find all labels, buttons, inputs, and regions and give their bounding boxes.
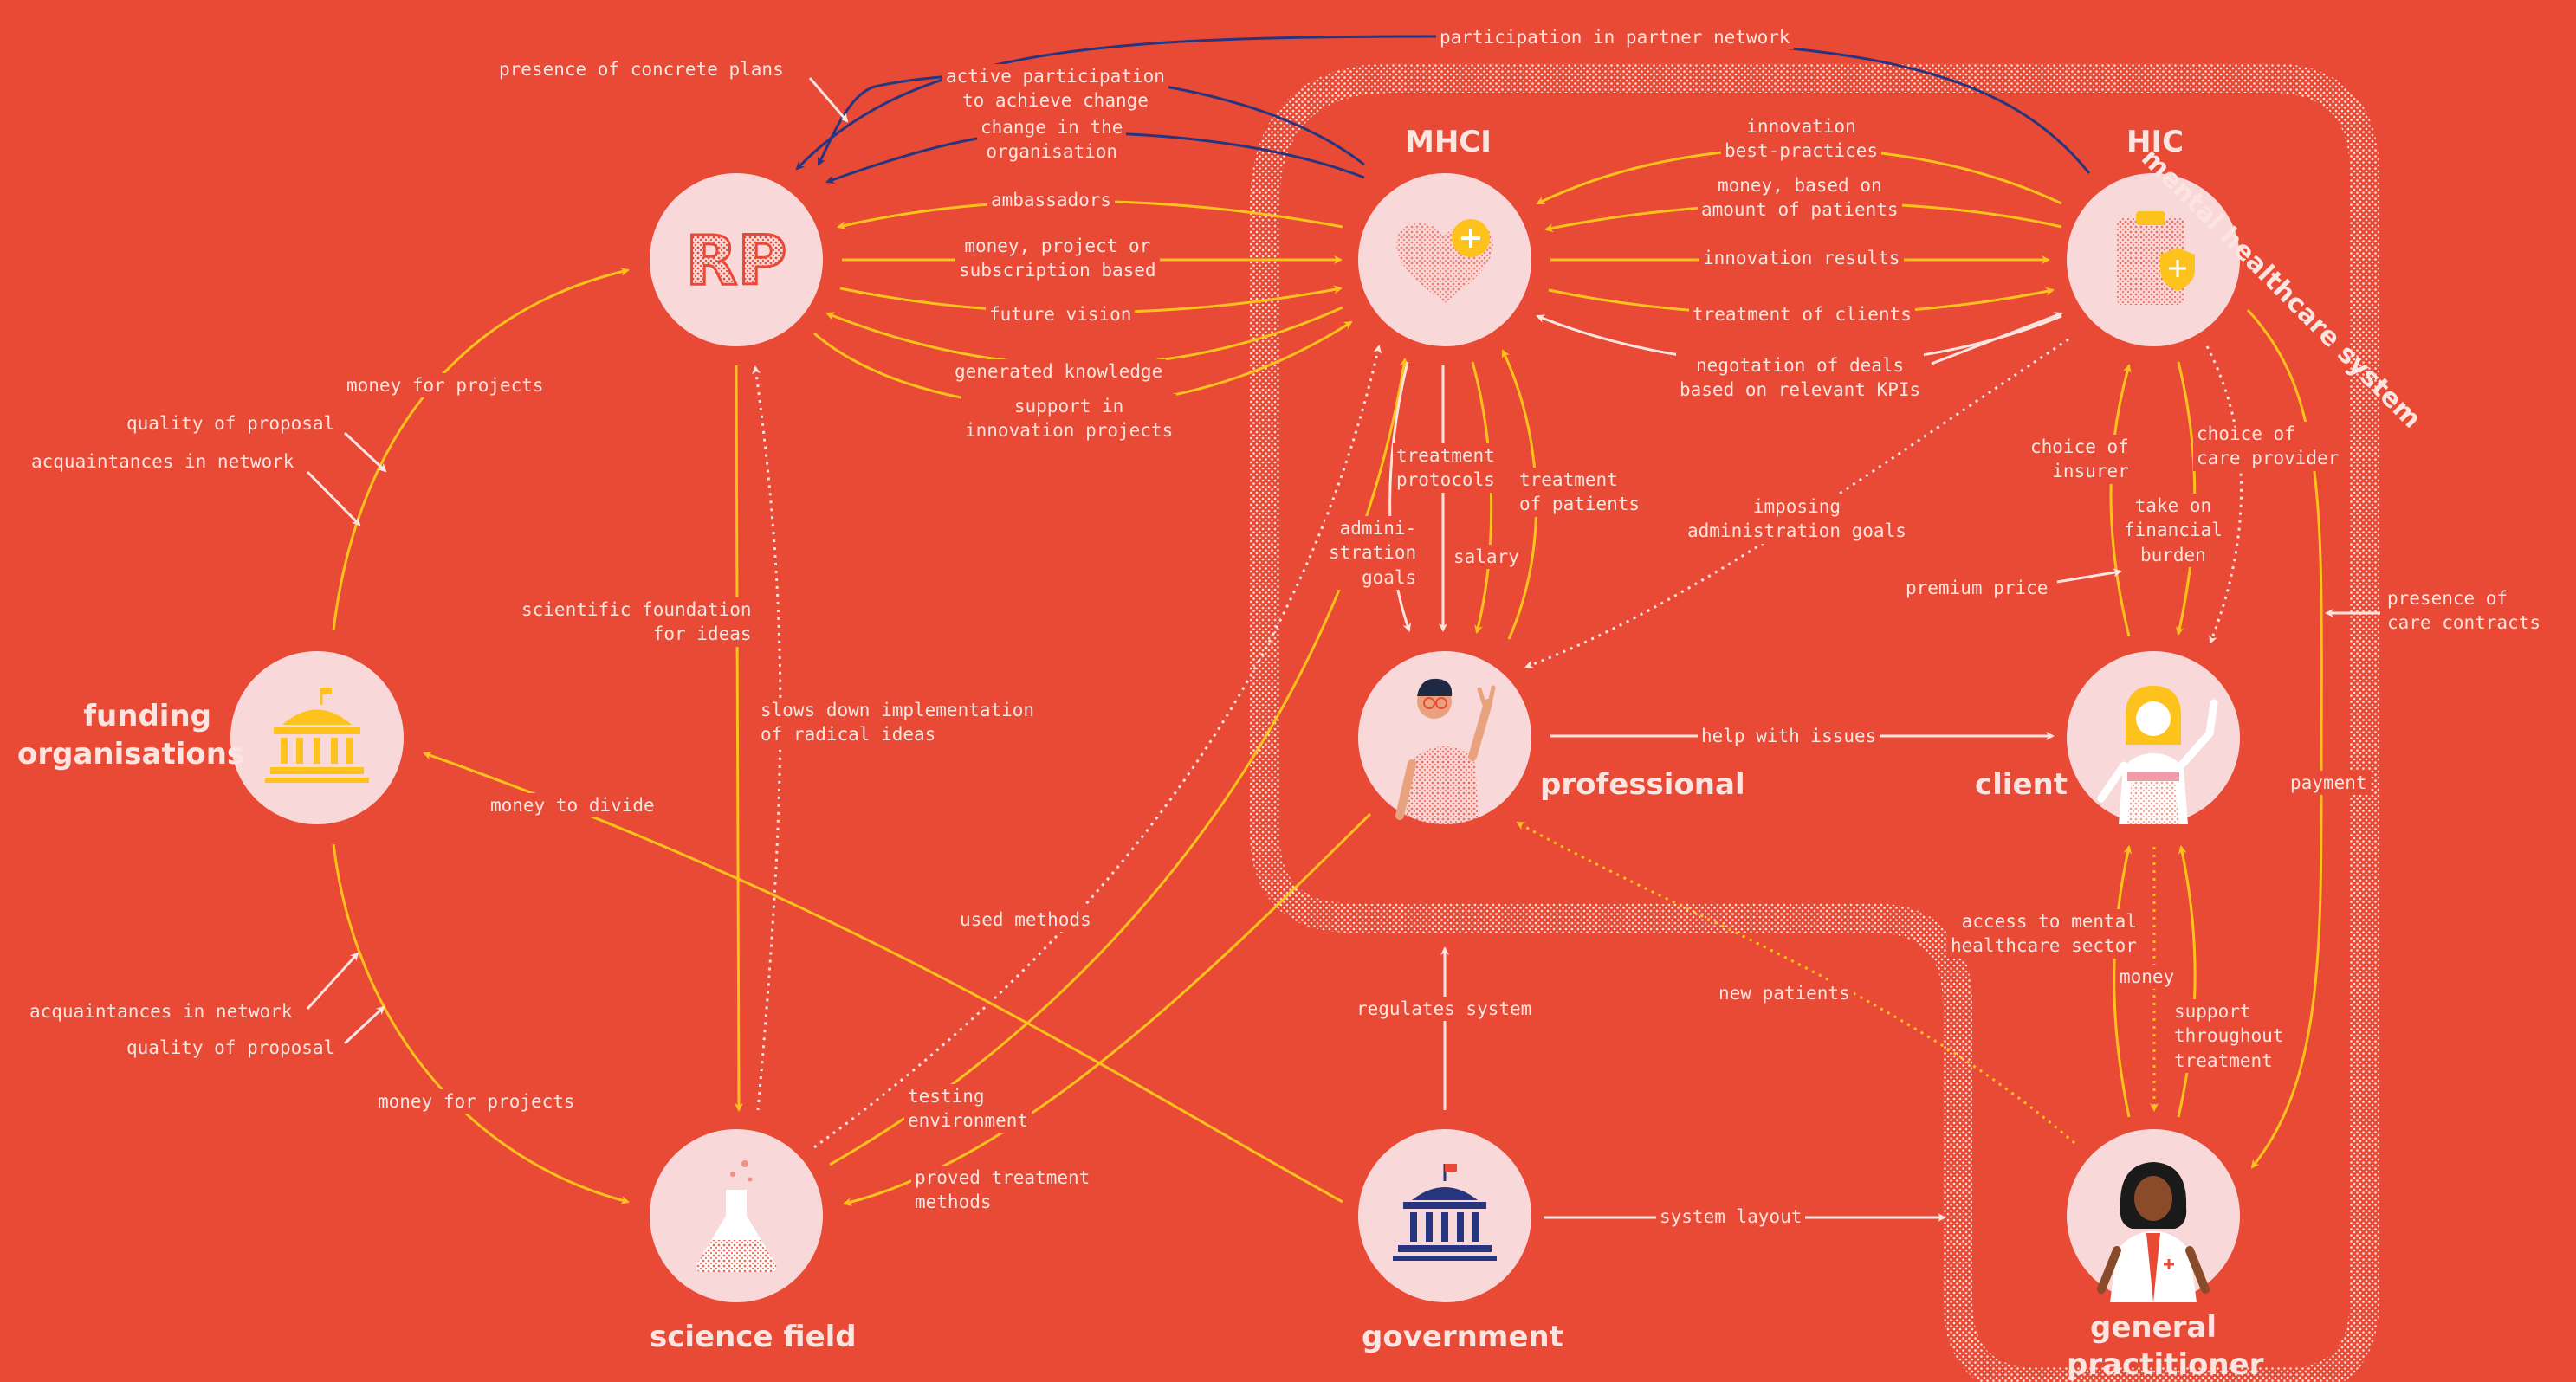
label-e33: used methods bbox=[956, 907, 1095, 933]
flask-icon bbox=[696, 1160, 777, 1272]
system-boundary bbox=[1250, 63, 2379, 1382]
label-e04: change in the organisation bbox=[977, 115, 1127, 165]
client-label: client bbox=[1975, 767, 2068, 802]
label-e18: scientific foundation for ideas bbox=[518, 597, 755, 647]
label-e24: imposing administration goals bbox=[1684, 494, 1910, 544]
edge-e15 bbox=[332, 267, 630, 631]
institution-building-icon bbox=[265, 688, 369, 783]
label-e40: system layout bbox=[1656, 1204, 1806, 1230]
label-e05: ambassadors bbox=[987, 188, 1116, 213]
label-e15: money for projects bbox=[343, 373, 547, 398]
label-e35: quality of proposal bbox=[123, 1036, 339, 1061]
label-e07: future vision bbox=[986, 302, 1136, 327]
funding-node[interactable] bbox=[230, 651, 404, 824]
label-e32: money to divide bbox=[487, 793, 658, 818]
edge-e37 bbox=[829, 358, 1408, 1166]
client-node[interactable] bbox=[2067, 651, 2240, 824]
client-person-icon bbox=[2097, 686, 2218, 824]
svg-text:RP: RP bbox=[685, 223, 786, 300]
edge-e41 bbox=[2113, 845, 2133, 1118]
rp-logo-icon: RP RP bbox=[684, 222, 788, 302]
label-e31: help with issues bbox=[1698, 724, 1880, 749]
edge-e25 bbox=[2109, 364, 2132, 637]
government-building-icon bbox=[1393, 1164, 1497, 1261]
doctor-person-icon bbox=[2097, 1162, 2210, 1302]
professional-label: professional bbox=[1540, 767, 1745, 802]
rp-node[interactable]: RP RP bbox=[650, 173, 823, 346]
label-e14: negotation of deals based on relevant KP… bbox=[1676, 353, 1925, 403]
label-e30: payment bbox=[2287, 771, 2371, 796]
edge-e28 bbox=[2056, 568, 2122, 584]
label-e16: quality of proposal bbox=[123, 411, 339, 436]
label-e22: admini- stration goals bbox=[1325, 516, 1421, 591]
government-label: government bbox=[1362, 1320, 1563, 1354]
funding-label: funding organisations bbox=[17, 699, 245, 772]
edge-e38 bbox=[843, 812, 1372, 1206]
label-e01: participation in partner network bbox=[1436, 25, 1794, 50]
label-e36: money for projects bbox=[374, 1089, 579, 1114]
edge-e43 bbox=[2177, 845, 2197, 1118]
label-e21: treatment of patients bbox=[1516, 468, 1644, 517]
label-e39: regulates system bbox=[1353, 997, 1536, 1022]
label-e42: money bbox=[2116, 965, 2178, 990]
government-node[interactable] bbox=[1358, 1129, 1531, 1302]
label-e06: money, project or subscription based bbox=[955, 234, 1160, 283]
label-e17: acquaintances in network bbox=[28, 449, 298, 475]
heart-plus-icon bbox=[1396, 219, 1493, 303]
gp-node[interactable] bbox=[2067, 1129, 2240, 1302]
label-e26: choice of care provider bbox=[2193, 422, 2343, 471]
label-e25: choice of insurer bbox=[2027, 435, 2133, 484]
label-e12: innovation results bbox=[1699, 246, 1904, 271]
label-e03: active participation to achieve change bbox=[942, 64, 1168, 113]
label-e37: testing environment bbox=[904, 1084, 1032, 1133]
label-e28: premium price bbox=[1902, 576, 2052, 601]
science-node[interactable] bbox=[650, 1129, 823, 1302]
label-e09: support in innovation projects bbox=[961, 394, 1177, 443]
label-e29: presence of care contracts bbox=[2384, 586, 2545, 636]
edge-e35 bbox=[343, 1005, 385, 1045]
label-e44: new patients bbox=[1715, 981, 1854, 1006]
edge-e01 bbox=[795, 35, 2091, 174]
edge-e32 bbox=[423, 751, 1343, 1204]
science-label: science field bbox=[650, 1320, 857, 1354]
edge-e17 bbox=[306, 470, 361, 526]
edge-e30 bbox=[2246, 308, 2323, 1169]
edge-e02 bbox=[808, 77, 849, 123]
edge-e44 bbox=[1516, 821, 2075, 1145]
label-e41: access to mental healthcare sector bbox=[1947, 909, 2140, 959]
edge-e34 bbox=[306, 952, 359, 1011]
label-e10: innovation best-practices bbox=[1721, 114, 1882, 164]
professional-person-icon bbox=[1395, 678, 1496, 824]
label-e23: salary bbox=[1450, 545, 1523, 570]
mhci-label: MHCI bbox=[1405, 125, 1492, 159]
gp-label: general practitioner bbox=[2067, 1310, 2264, 1382]
label-e34: acquaintances in network bbox=[26, 999, 296, 1024]
label-e02: presence of concrete plans bbox=[495, 57, 787, 82]
label-e27: take on financial burden bbox=[2120, 494, 2226, 568]
svg-text:RP: RP bbox=[685, 223, 786, 300]
edge-e18 bbox=[734, 365, 743, 1112]
edge-e36 bbox=[332, 843, 630, 1204]
label-e13: treatment of clients bbox=[1689, 302, 1915, 327]
edge-e23 bbox=[1471, 361, 1493, 634]
mhci-node[interactable] bbox=[1358, 173, 1531, 346]
label-e43: support throughout treatment bbox=[2171, 999, 2288, 1074]
label-e19: slows down implementation of radical ide… bbox=[757, 698, 1039, 747]
clipboard-shield-icon bbox=[2117, 211, 2195, 305]
label-e08: generated knowledge bbox=[951, 359, 1167, 384]
edge-e16 bbox=[343, 431, 387, 473]
edge-e22 bbox=[1388, 361, 1411, 632]
professional-node[interactable] bbox=[1358, 651, 1531, 824]
hic-node[interactable] bbox=[2067, 173, 2240, 346]
hic-label: HIC bbox=[2126, 125, 2184, 159]
edge-e14b bbox=[1931, 312, 2063, 365]
label-e20: treatment protocols bbox=[1393, 443, 1498, 493]
label-e38: proved treatment methods bbox=[911, 1166, 1094, 1215]
label-e11: money, based on amount of patients bbox=[1698, 173, 1902, 223]
